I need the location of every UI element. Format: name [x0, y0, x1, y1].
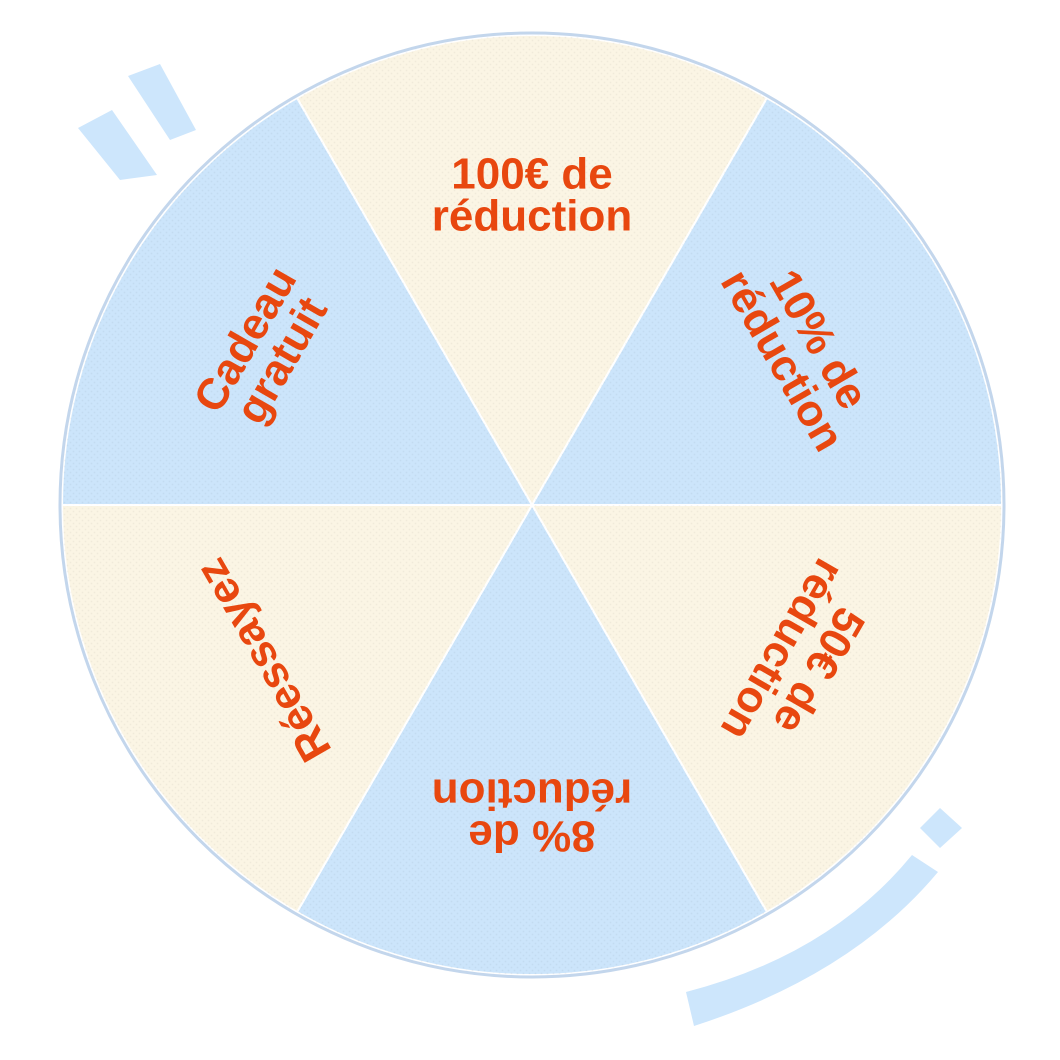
- segment-label-line: 100€ de: [451, 150, 612, 199]
- segment-label-line: réduction: [432, 770, 632, 819]
- segment-texture: [532, 505, 1002, 913]
- wheel-rim: [58, 31, 1006, 979]
- segment-texture: [62, 505, 532, 913]
- segment-texture: [297, 505, 767, 975]
- segment-label-line: réduction: [432, 192, 632, 241]
- segment-texture: [62, 97, 532, 505]
- decorative-accent-bottom-right: [686, 808, 962, 1026]
- segment-label-line: 8% de: [468, 812, 595, 861]
- segment-texture: [532, 97, 1002, 505]
- decorative-accent-top-left: [78, 64, 196, 180]
- segment-texture: [297, 35, 767, 506]
- wheel-segments: [60, 34, 1004, 976]
